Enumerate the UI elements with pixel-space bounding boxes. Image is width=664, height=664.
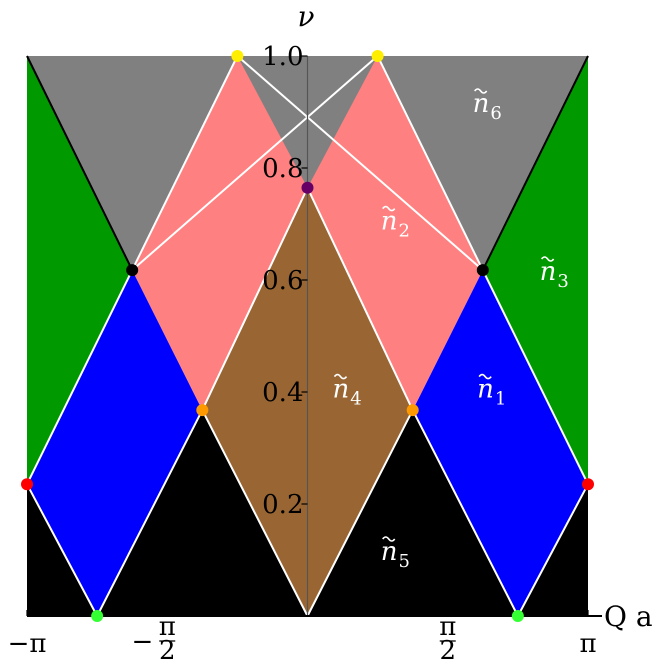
white-boundary-line bbox=[131, 55, 379, 271]
critical-point bbox=[371, 50, 384, 62]
region-blue-left bbox=[27, 270, 203, 616]
region-label-subscript: 6 bbox=[490, 103, 501, 124]
black-boundary-line bbox=[481, 55, 589, 271]
y-tick-label: 0.8 bbox=[262, 154, 303, 184]
critical-point bbox=[21, 478, 33, 491]
critical-point bbox=[511, 610, 524, 622]
x-tick-denominator: 2 bbox=[439, 636, 456, 664]
tilde-mark bbox=[333, 373, 348, 380]
region-black-bottom bbox=[27, 410, 588, 616]
y-tick-label: 0.2 bbox=[262, 490, 303, 520]
critical-point bbox=[301, 181, 314, 194]
x-tick-fraction-label: π2 bbox=[439, 612, 456, 664]
tilde-mark bbox=[478, 373, 492, 380]
points-layer bbox=[21, 50, 594, 622]
x-tick-fraction-label: −π2 bbox=[131, 612, 175, 664]
y-tick-label: 0.4 bbox=[262, 378, 303, 408]
x-tick-numerator: π bbox=[159, 612, 176, 642]
y-tick-label: 0.6 bbox=[262, 266, 303, 296]
y-axis-label: ν bbox=[298, 0, 315, 33]
y-tick-label: 1.0 bbox=[262, 42, 303, 72]
critical-point bbox=[91, 610, 104, 622]
black-boundary-line bbox=[26, 55, 134, 271]
critical-point bbox=[196, 404, 209, 417]
region-pink-left bbox=[132, 56, 308, 411]
region-pink-right bbox=[307, 56, 483, 411]
tilde-mark bbox=[474, 88, 488, 94]
y-ticks-layer: 0.2 0.4 0.6 0.8 1.0 bbox=[262, 42, 308, 520]
region-green-left bbox=[27, 56, 133, 485]
critical-point bbox=[406, 404, 419, 417]
region-label-subscript: 5 bbox=[398, 551, 409, 572]
critical-point bbox=[476, 264, 489, 277]
critical-point bbox=[231, 50, 244, 62]
tilde-mark bbox=[541, 256, 555, 262]
tilde-mark bbox=[382, 205, 396, 212]
white-boundary-line bbox=[236, 55, 484, 271]
x-tick-label: −π bbox=[8, 629, 47, 659]
region-label-subscript: 2 bbox=[398, 221, 409, 242]
x-tick-label: π bbox=[579, 629, 596, 659]
critical-point bbox=[126, 264, 139, 277]
region-label-subscript: 4 bbox=[350, 389, 361, 410]
critical-point bbox=[582, 478, 594, 491]
x-tick-denominator: 2 bbox=[159, 636, 176, 664]
region-label-subscript: 1 bbox=[495, 389, 506, 410]
region-blue-right bbox=[412, 270, 588, 616]
x-axis-label: Q a bbox=[604, 600, 653, 633]
x-tick-sign: − bbox=[131, 627, 153, 657]
region-green-right bbox=[482, 56, 588, 485]
region-label-subscript: 3 bbox=[557, 271, 568, 292]
tilde-mark bbox=[382, 536, 396, 542]
x-tick-numerator: π bbox=[439, 612, 456, 642]
